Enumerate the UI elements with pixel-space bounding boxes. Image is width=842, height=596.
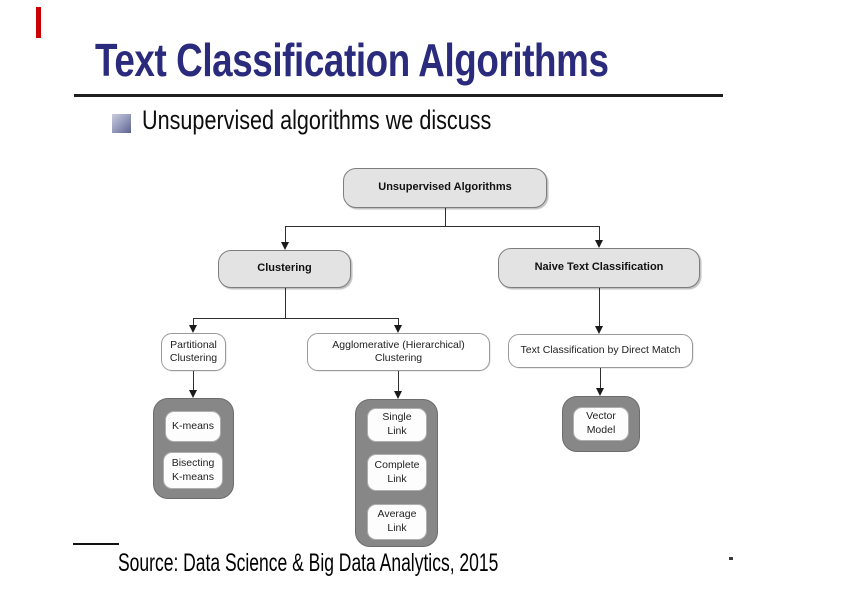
arrowhead-link-group: [394, 391, 402, 399]
connector-clustering-bar: [193, 318, 399, 319]
red-edge-marker: [36, 7, 41, 38]
arrowhead-partitional: [189, 325, 197, 333]
connector-root-stem: [445, 207, 446, 226]
leaf-single-link: Single Link: [367, 408, 427, 442]
leaf-kmeans: K-means: [165, 411, 221, 442]
connector-to-naive: [599, 226, 600, 241]
node-text-classification-direct-match: Text Classification by Direct Match: [508, 334, 693, 368]
connector-to-partitional: [193, 318, 194, 326]
arrowhead-vector-group: [596, 388, 604, 396]
leaf-complete-link: Complete Link: [367, 454, 427, 491]
arrowhead-clustering: [281, 242, 289, 250]
node-unsupervised-algorithms: Unsupervised Algorithms: [343, 168, 547, 208]
connector-root-bar: [285, 226, 599, 227]
node-naive-text-classification: Naive Text Classification: [498, 248, 700, 288]
connector-agglomerative-stem: [398, 371, 399, 392]
group-direct-match-methods: Vector Model: [562, 396, 640, 452]
arrowhead-agglomerative: [394, 325, 402, 333]
group-agglomerative-methods: Single Link Complete Link Average Link: [355, 399, 438, 547]
leaf-vector-model: Vector Model: [573, 407, 629, 441]
node-clustering: Clustering: [218, 250, 351, 288]
page-title: Text Classification Algorithms: [95, 34, 609, 86]
connector-to-agglomerative: [398, 318, 399, 326]
connector-clustering-stem: [285, 288, 286, 318]
footer-divider: [73, 543, 119, 545]
bullet-square-icon: [112, 114, 131, 133]
node-agglomerative-clustering: Agglomerative (Hierarchical) Clustering: [307, 333, 490, 371]
arrowhead-direct-match: [595, 326, 603, 334]
title-divider: [74, 94, 723, 97]
arrowhead-kmeans-group: [189, 390, 197, 398]
connector-to-clustering: [285, 226, 286, 243]
connector-naive-stem: [599, 288, 600, 327]
source-note: Source: Data Science & Big Data Analytic…: [118, 549, 499, 577]
leaf-average-link: Average Link: [367, 504, 427, 540]
connector-direct-stem: [600, 368, 601, 389]
bullet-text: Unsupervised algorithms we discuss: [142, 105, 492, 135]
arrowhead-naive: [595, 240, 603, 248]
page-number-dot: [729, 557, 733, 560]
leaf-bisecting-kmeans: Bisecting K-means: [163, 452, 223, 489]
node-partitional-clustering: Partitional Clustering: [161, 333, 226, 371]
connector-partitional-stem: [193, 371, 194, 391]
group-partitional-methods: K-means Bisecting K-means: [153, 398, 234, 499]
